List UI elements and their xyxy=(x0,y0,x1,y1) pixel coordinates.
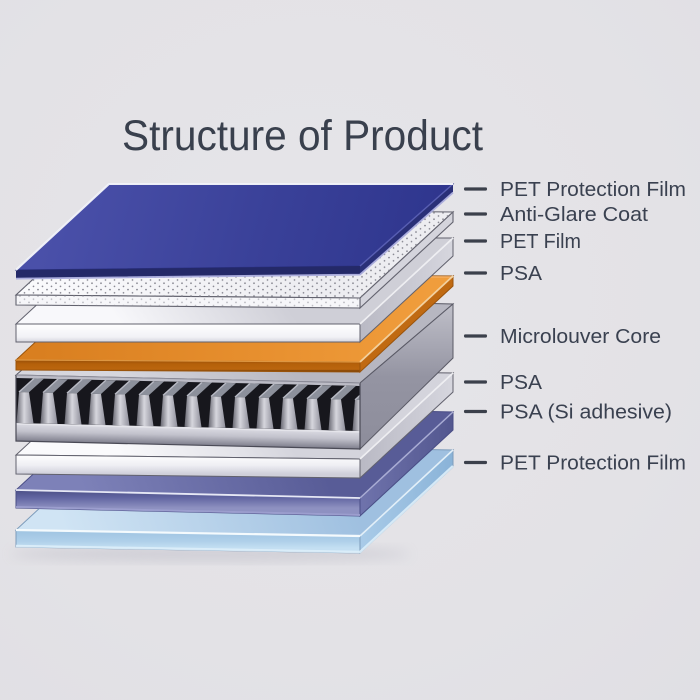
svg-text:Microlouver Core: Microlouver Core xyxy=(500,326,661,348)
svg-text:PSA (Si adhesive): PSA (Si adhesive) xyxy=(500,402,672,424)
svg-text:PET Protection Film: PET Protection Film xyxy=(500,179,686,201)
svg-text:PSA: PSA xyxy=(500,372,543,394)
svg-text:Structure of Product: Structure of Product xyxy=(122,113,483,160)
svg-text:PET Protection Film: PET Protection Film xyxy=(500,453,686,475)
svg-text:PET Film: PET Film xyxy=(500,231,581,253)
svg-text:PSA: PSA xyxy=(500,263,543,285)
svg-text:Anti-Glare Coat: Anti-Glare Coat xyxy=(500,204,648,226)
